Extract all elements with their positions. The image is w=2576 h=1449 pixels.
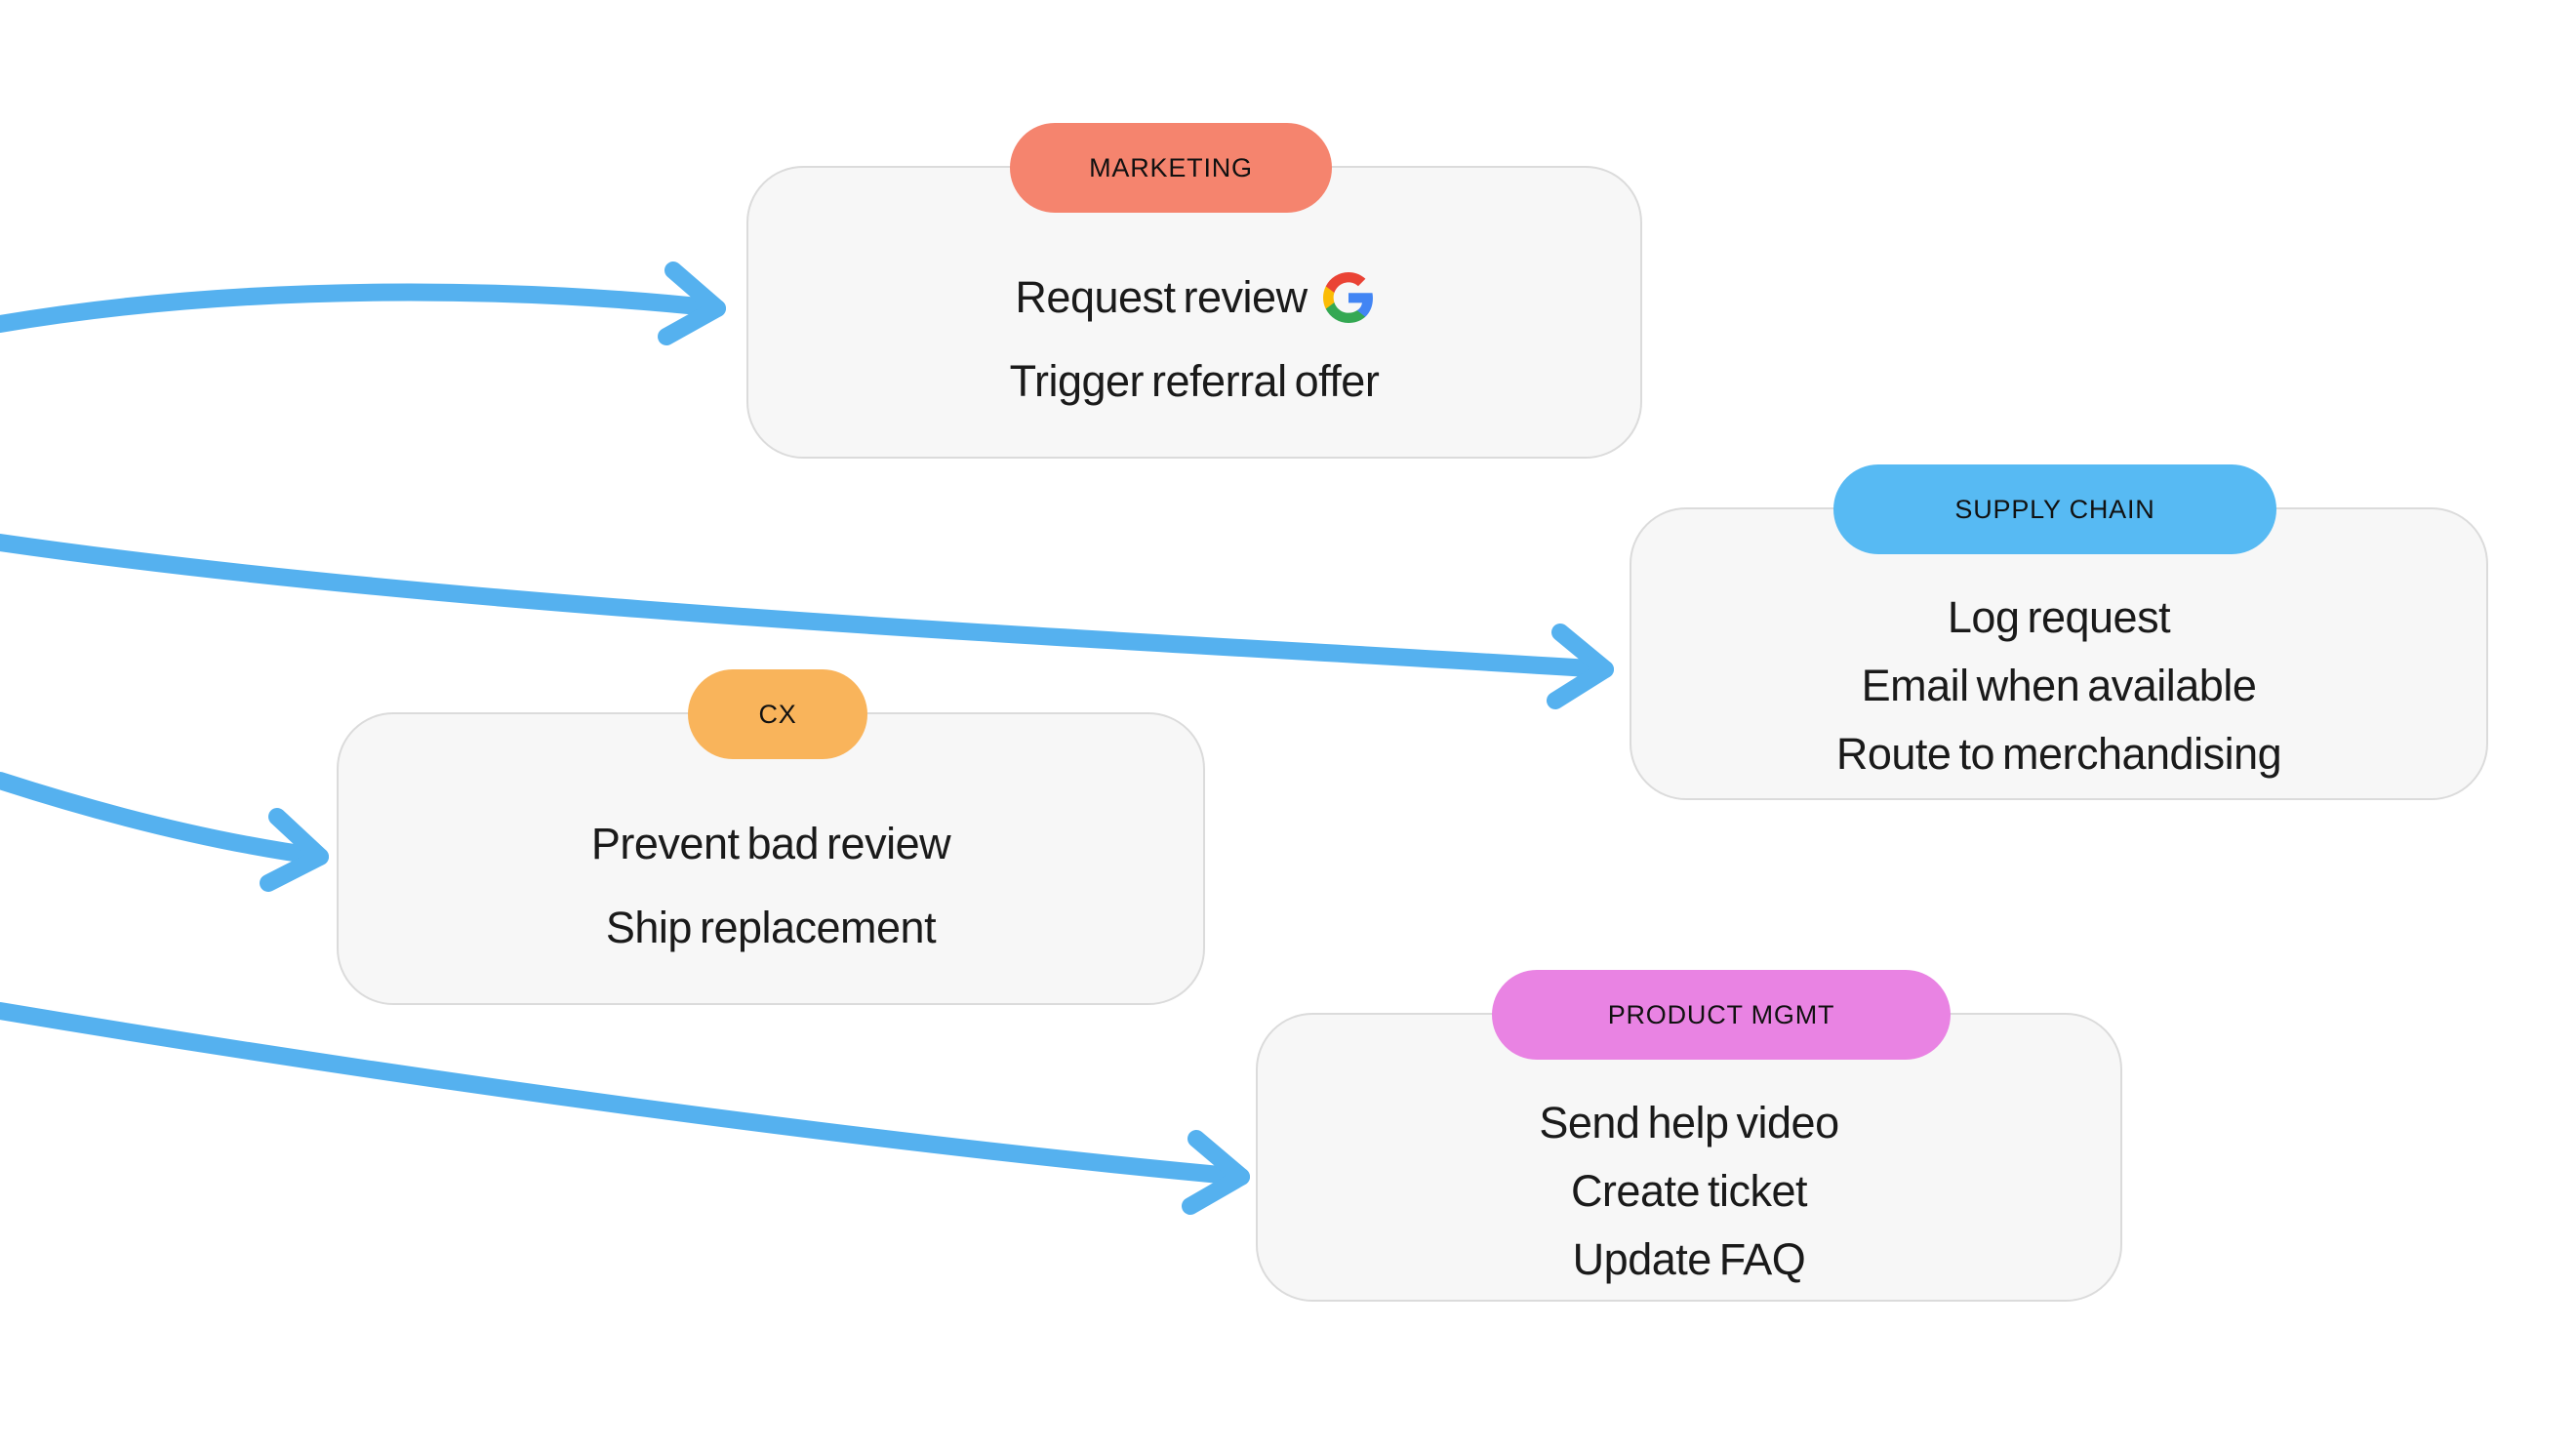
card-line: Update FAQ <box>1572 1234 1806 1284</box>
card-cx: CX Prevent bad review Ship replacement <box>337 669 1205 1005</box>
arrow-line <box>0 534 1614 678</box>
arrow-line <box>0 1002 1250 1186</box>
card-line: Prevent bad review <box>590 819 951 868</box>
badge-product-mgmt: PRODUCT MGMT <box>1492 970 1951 1060</box>
card-line: Ship replacement <box>605 903 937 952</box>
card-product-mgmt-body: Send help video Create ticket Update FAQ <box>1258 1015 2120 1294</box>
arrow-to-product-mgmt <box>0 1002 1250 1215</box>
card-line: Email when available <box>1861 661 2257 710</box>
card-supply-chain: SUPPLY CHAIN Log request Email when avai… <box>1630 464 2488 800</box>
card-marketing-body: Request review Trigger referral offer <box>748 168 1640 423</box>
badge-supply-chain: SUPPLY CHAIN <box>1833 464 2276 554</box>
arrow-head <box>658 262 726 345</box>
badge-cx: CX <box>688 669 867 759</box>
arrow-to-cx <box>0 772 329 892</box>
arrow-line <box>0 283 726 333</box>
card-line: Log request <box>1947 592 2171 642</box>
card-line: Trigger referral offer <box>1009 356 1380 406</box>
card-marketing: MARKETING Request review Trigger referra… <box>746 123 1642 459</box>
arrow-head <box>1547 624 1614 709</box>
badge-marketing: MARKETING <box>1010 123 1332 213</box>
arrow-line <box>0 772 329 865</box>
arrow-head <box>1182 1130 1250 1215</box>
google-icon <box>1322 272 1373 323</box>
card-line: Request review <box>1015 256 1373 340</box>
arrow-to-supply-chain <box>0 534 1614 709</box>
arrow-to-marketing <box>0 262 726 345</box>
card-cx-body: Prevent bad review Ship replacement <box>339 714 1203 970</box>
line-text: Request review <box>1015 272 1308 322</box>
card-line: Route to merchandising <box>1835 729 2282 779</box>
card-line: Send help video <box>1539 1098 1839 1147</box>
arrow-head <box>260 808 329 892</box>
card-product-mgmt: PRODUCT MGMT Send help video Create tick… <box>1256 970 2122 1302</box>
card-line: Create ticket <box>1570 1166 1808 1216</box>
card-supply-chain-body: Log request Email when available Route t… <box>1631 509 2486 788</box>
